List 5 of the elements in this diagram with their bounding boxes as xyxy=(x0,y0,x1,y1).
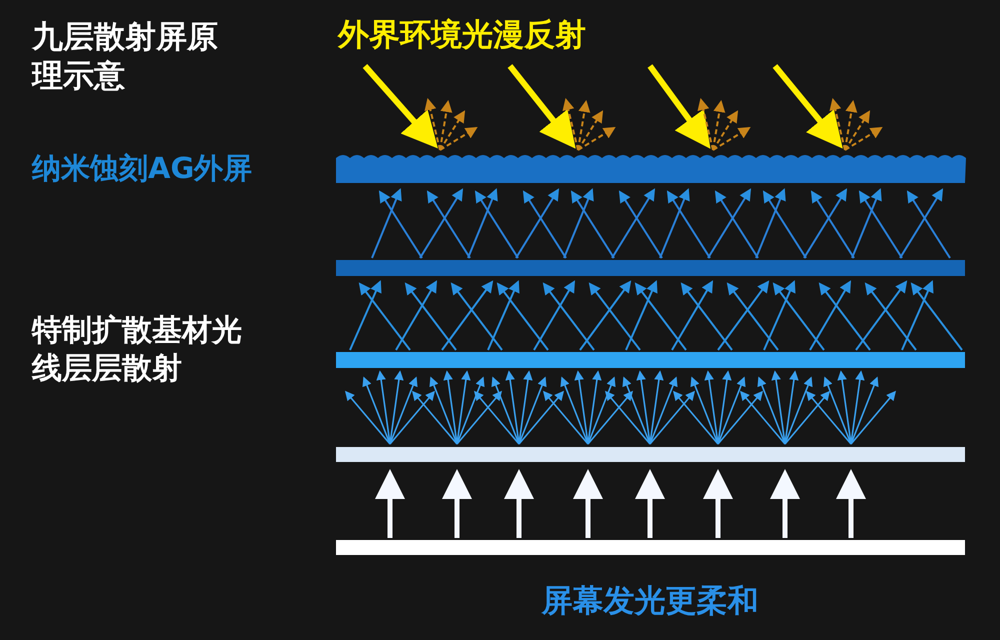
layer-label: 纳米蚀刻AG外屏 xyxy=(32,150,254,186)
light-source-label: 外界环境光漫反射 xyxy=(338,16,587,55)
layer-label: 特制扩散基材光线层层散射 xyxy=(32,312,242,387)
result-caption: 屏幕发光更柔和 xyxy=(540,582,760,621)
diagram-title: 九层散射屏原理示意 xyxy=(32,18,219,96)
